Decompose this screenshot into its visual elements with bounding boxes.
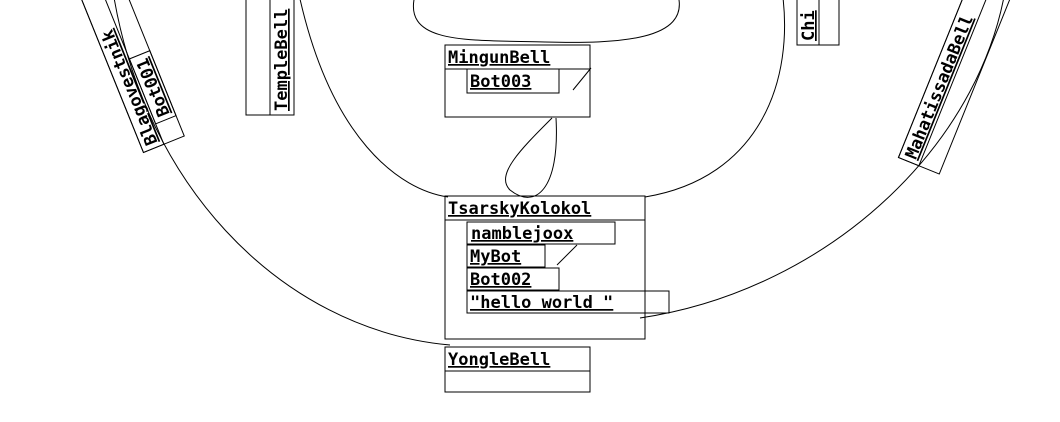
node-blagovestnik[interactable]: Blagovestnik Bot001 (67, 0, 185, 154)
node-title: MingunBell (448, 48, 550, 68)
node-header (444, 346, 591, 372)
child-slot (466, 68, 560, 94)
node-temple-bell[interactable]: TempleBell (245, 0, 295, 116)
node-header (67, 0, 165, 154)
child-slot (466, 290, 670, 314)
node-header (796, 0, 820, 46)
child-label[interactable]: MyBot (470, 247, 521, 267)
node-title: YongleBell (448, 350, 550, 370)
top-loop (412, 0, 680, 43)
node-header (269, 0, 295, 116)
bot003-link (572, 67, 592, 91)
mingun-to-tsarsky-link (505, 117, 557, 198)
node-mahatissada-bell[interactable]: MahatissadaBell (897, 0, 1019, 175)
child-slot (466, 244, 546, 268)
node-header (444, 195, 646, 221)
child-slot (128, 50, 177, 125)
node-title: Chi (799, 10, 819, 41)
child-label[interactable]: "hello world " (470, 293, 613, 313)
mybot-link (556, 244, 578, 266)
outer-ring-right (639, 0, 1004, 319)
child-slot (466, 267, 560, 291)
node-header (897, 0, 999, 167)
node-mingun-bell[interactable]: MingunBell Bot003 (444, 44, 591, 118)
node-tsarsky-kolokol[interactable]: TsarskyKolokol namblejoox MyBot Bot002 "… (444, 195, 670, 340)
child-label[interactable]: Bot002 (470, 270, 531, 290)
child-label[interactable]: namblejoox (471, 224, 573, 244)
node-yongle-bell[interactable]: YongleBell (444, 346, 591, 393)
inner-ring-right (644, 0, 786, 198)
node-title: TempleBell (272, 9, 292, 111)
child-label[interactable]: Bot003 (470, 72, 531, 92)
inner-ring-left (299, 0, 449, 198)
child-slot (466, 221, 616, 245)
node-chi[interactable]: Chi (796, 0, 840, 46)
node-title: TsarskyKolokol (448, 199, 591, 219)
